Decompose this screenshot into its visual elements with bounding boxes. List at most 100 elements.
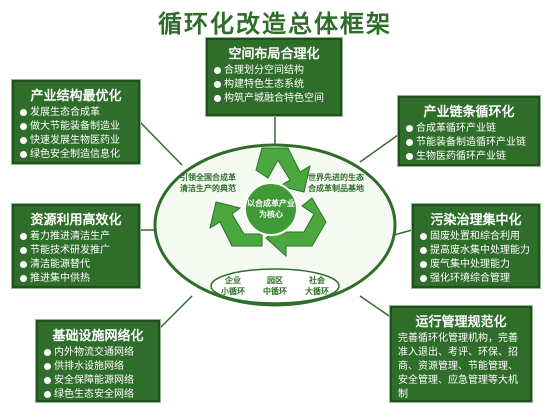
cycle-1-line2: 小循环 [220,286,245,296]
box-pollution-item-label: 提高废水集中处理能力 [430,245,530,256]
bullet-icon [214,80,221,88]
box-industry-item: 快速发展生物医药业 [20,134,134,148]
connector-infra [157,295,193,331]
box-infra-item-label: 安全保障能源网络 [54,375,134,386]
cycles-ellipse [210,268,340,304]
box-chain-item-label: 生物医药循环产业链 [416,151,506,162]
bullet-icon [420,232,427,240]
box-industry-item-label: 发展生态合成革 [30,107,100,118]
cycle-1-line1: 企业 [224,275,241,285]
bullet-icon [406,124,413,132]
box-spatial-item: 合理划分空间结构 [214,64,336,78]
box-resource-item-label: 着力推进清洁生产 [30,231,110,242]
recycle-arrow-left [209,201,263,247]
box-resource-item-label: 清洁能源替代 [30,259,90,270]
box-infra-title: 基础设施网络化 [52,329,144,344]
box-spatial-item-label: 构筑产城融合特色空间 [224,93,324,104]
box-spatial-item-label: 构建特色生态系统 [224,79,304,90]
bullet-icon [20,108,27,116]
box-pollution-item-label: 强化环境综合管理 [430,273,510,284]
bullet-icon [406,138,413,146]
box-pollution-item: 固废处置和综合利用 [420,230,534,244]
box-ops-title: 运行管理规范化 [415,315,507,330]
box-spatial-item: 构建特色生态系统 [214,78,336,92]
bullet-icon [20,260,27,268]
core-circle [244,182,298,236]
box-resource-item: 节能技术研发推广 [20,244,134,258]
box-industry-item-label: 绿色安全制造信息化 [30,149,120,160]
left-text-2: 清洁生产的典范 [180,183,236,193]
box-pollution-item: 强化环境综合管理 [420,272,534,286]
bullet-icon [44,376,51,384]
box-resource-item-label: 节能技术研发推广 [30,245,110,256]
box-pollution-title: 污染治理集中化 [430,213,522,228]
box-spatial-item-label: 合理划分空间结构 [224,65,304,76]
recycle-symbol [209,147,327,258]
box-chain-title: 产业链条循环化 [423,105,515,120]
right-text-2: 合成革制品基地 [307,183,364,193]
left-text-1: 引领全国合成革 [180,172,236,182]
bullet-icon [44,390,51,398]
box-spatial-title: 空间布局合理化 [228,47,320,62]
bullet-icon [420,246,427,254]
box-pollution-item-label: 固废处置和综合利用 [430,231,520,242]
bullet-icon [420,260,427,268]
box-infra-item-label: 绿色生态安全网络 [54,389,134,400]
box-spatial: 空间布局合理化 合理划分空间结构 构建特色生态系统 构筑产城融合特色空间 [206,38,342,116]
core-text-2: 为核心 [259,209,283,219]
cycle-3-line2: 大循环 [305,286,329,296]
cycle-3-line1: 社会 [308,275,325,285]
bullet-icon [20,274,27,282]
box-chain-item-label: 节能装备制造循环产业链 [416,137,526,148]
box-infra-item: 内外物流交通网络 [44,346,154,360]
connector-chain [359,134,399,163]
connector-lines [137,115,413,331]
box-industry-item: 绿色安全制造信息化 [20,148,134,162]
box-chain-item: 合成革循环产业链 [406,122,534,136]
box-industry-item: 发展生态合成革 [20,106,134,120]
bullet-icon [20,122,27,130]
box-ops: 运行管理规范化 完善循环化管理机构，完善准入退出、考评、环保、招商、资源管理、节… [390,306,532,402]
core-text-1: 以合成革产业 [247,198,295,208]
box-pollution: 污染治理集中化 固废处置和综合利用 提高废水集中处理能力 废气集中处理能力 强化… [412,204,540,288]
box-pollution-item: 废气集中处理能力 [420,258,534,272]
bullet-icon [406,152,413,160]
bullet-icon [44,362,51,370]
cycle-2-line1: 园区 [267,276,283,285]
box-industry-title: 产业结构最优化 [30,89,122,104]
box-infra-item: 安全保障能源网络 [44,374,154,388]
bullet-icon [44,348,51,356]
box-pollution-item: 提高废水集中处理能力 [420,244,534,258]
box-infra-item: 绿色生态安全网络 [44,388,154,402]
box-spatial-item: 构筑产城融合特色空间 [214,92,336,106]
bullet-icon [214,94,221,102]
box-infra: 基础设施网络化 内外物流交通网络 供排水设施网络 安全保障能源网络 绿色生态安全… [36,320,160,402]
box-resource-item-label: 推进集中供热 [30,273,90,284]
bullet-icon [20,232,27,240]
diagram-title: 循环化改造总体框架 [158,10,392,38]
box-industry-item: 做大节能装备制造业 [20,120,134,134]
right-text-1: 世界先进的生态 [308,172,364,182]
connector-industry [137,119,183,166]
bullet-icon [20,150,27,158]
box-chain-item: 生物医药循环产业链 [406,150,534,164]
bullet-icon [214,66,221,74]
bullet-icon [20,246,27,254]
box-chain-item-label: 合成革循环产业链 [416,123,496,134]
box-industry-item-label: 做大节能装备制造业 [30,121,120,132]
box-industry: 产业结构最优化 发展生态合成革 做大节能装备制造业 快速发展生物医药业 绿色安全… [12,80,140,164]
box-chain-item: 节能装备制造循环产业链 [406,136,534,150]
box-infra-item: 供排水设施网络 [44,360,154,374]
box-resource-item: 清洁能源替代 [20,258,134,272]
bullet-icon [420,274,427,282]
connector-ops [359,295,393,319]
box-pollution-item-label: 废气集中处理能力 [430,259,510,270]
box-ops-text: 完善循环化管理机构，完善准入退出、考评、环保、招商、资源管理、节能管理、安全管理… [398,333,518,400]
bullet-icon [20,136,27,144]
box-infra-item-label: 供排水设施网络 [54,361,124,372]
box-resource: 资源利用高效化 着力推进清洁生产 节能技术研发推广 清洁能源替代 推进集中供热 [12,204,140,288]
box-resource-item: 着力推进清洁生产 [20,230,134,244]
box-infra-item-label: 内外物流交通网络 [54,347,134,358]
connector-pollution [393,229,413,236]
